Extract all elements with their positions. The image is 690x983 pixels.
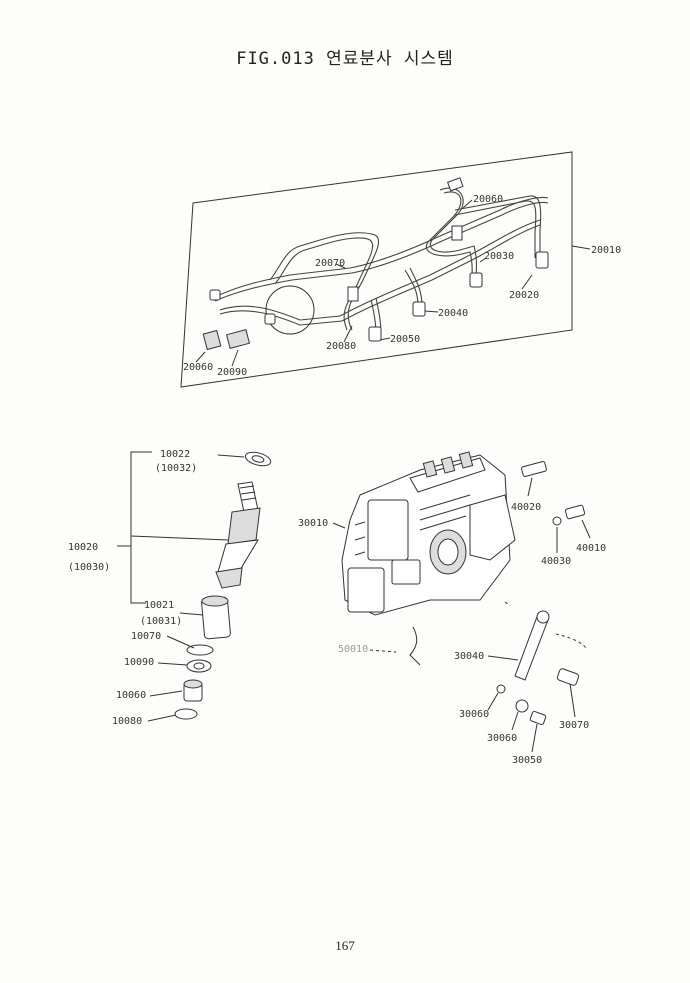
label-20020: 20020 [509,290,539,301]
label-10070: 10070 [131,631,161,642]
label-30040: 30040 [454,651,484,662]
label-20060-upper: 20060 [473,194,503,205]
label-40010: 40010 [576,543,606,554]
label-40020: 40020 [511,502,541,513]
pipe-leader-lines [195,199,591,367]
label-10090: 10090 [124,657,154,668]
page-number: 167 [335,938,355,953]
label-30070: 30070 [559,720,589,731]
label-10060: 10060 [116,690,146,701]
label-20090: 20090 [217,367,247,378]
nozzle-leader-lines [117,451,245,722]
label-30060-right: 30060 [487,733,517,744]
label-20010: 20010 [591,245,621,256]
label-10022: 10022 [160,449,190,460]
pump-leader-lines [332,477,591,753]
injection-pump-illustration [341,451,516,616]
figure-title: FIG.013 연료분사 시스템 [236,49,454,69]
label-10080: 10080 [112,716,142,727]
label-20040: 20040 [438,308,468,319]
label-30060-left: 30060 [459,709,489,720]
label-10031: (10031) [140,616,182,627]
label-10030: (10030) [68,562,110,573]
nozzle-assembly: 10022 (10032) 10020 (10030) 10021 (10031… [68,449,272,727]
fuel-pipe-panel: 20060 20070 20030 20010 20020 20040 2005… [180,151,621,388]
label-30010: 30010 [298,518,328,529]
label-20030: 20030 [484,251,514,262]
label-10021: 10021 [144,600,174,611]
nozzle-holder-illustration [174,451,272,720]
label-20080: 20080 [326,341,356,352]
label-50010: 50010 [338,644,368,655]
label-10020: 10020 [68,542,98,553]
pump-small-parts [409,461,587,726]
label-20060-lower: 20060 [183,362,213,373]
panel-border [180,151,573,388]
pipe-fittings [202,177,549,351]
label-20050: 20050 [390,334,420,345]
label-30050: 30050 [512,755,542,766]
label-20070: 20070 [315,258,345,269]
injection-pump-assembly: 30010 40020 40010 40030 50010 30040 3006… [298,451,606,766]
label-10032: (10032) [155,463,197,474]
label-40030: 40030 [541,556,571,567]
